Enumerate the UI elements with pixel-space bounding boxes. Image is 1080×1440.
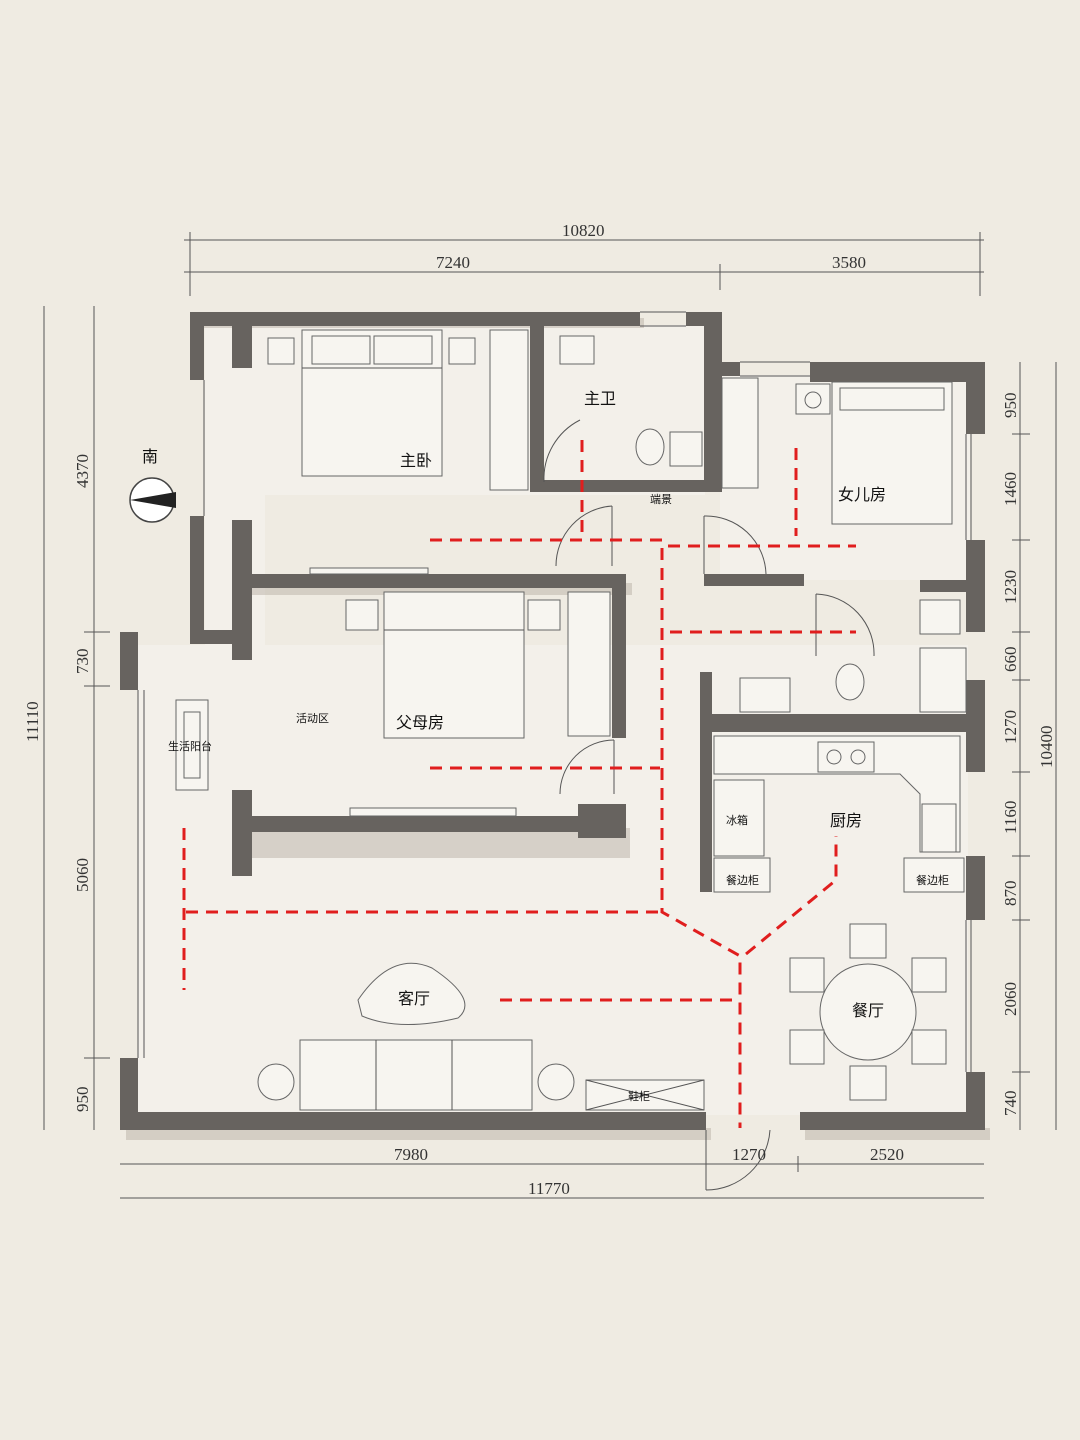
dim-right-4: 660: [1001, 647, 1020, 673]
label-dining-room: 餐厅: [852, 1001, 884, 1020]
kitchen-counter: [713, 735, 965, 893]
label-shoe-cabinet: 鞋柜: [628, 1089, 650, 1103]
label-living-room: 客厅: [398, 989, 430, 1008]
dimension-lines: [43, 232, 1057, 1199]
label-sideboard-right: 餐边柜: [916, 873, 949, 887]
dim-bottom-3: 2520: [870, 1145, 904, 1164]
dim-left-4: 950: [73, 1087, 92, 1113]
label-kitchen: 厨房: [830, 811, 862, 830]
master-wardrobe: [489, 329, 529, 491]
label-fridge: 冰箱: [726, 813, 748, 827]
label-parents-room: 父母房: [396, 713, 444, 732]
dim-right-3: 1230: [1001, 570, 1020, 604]
dim-left-total: 11110: [23, 701, 42, 742]
label-daughter-room: 女儿房: [838, 485, 886, 504]
label-entry-view: 端景: [650, 493, 672, 506]
dim-top-left: 7240: [436, 253, 470, 272]
dim-top-right: 3580: [832, 253, 866, 272]
dim-right-5: 1270: [1001, 710, 1020, 744]
dim-left-1: 4370: [73, 454, 92, 488]
dim-bottom-total: 11770: [528, 1179, 570, 1198]
walls: [120, 312, 985, 1130]
label-sideboard-left: 餐边柜: [726, 873, 759, 887]
parents-bed: [345, 591, 611, 739]
daughter-bed: [721, 377, 953, 525]
parents-tv: [309, 567, 517, 817]
dim-left-2: 730: [73, 649, 92, 675]
label-master-bedroom: 主卧: [400, 451, 432, 470]
dim-right-total: 10400: [1037, 726, 1056, 769]
shoe-cabinet-shape: [585, 1079, 705, 1111]
dim-right-7: 870: [1001, 881, 1020, 907]
living-sofa: [257, 962, 575, 1111]
compass-label: 南: [142, 447, 158, 466]
dining-table: [789, 923, 947, 1101]
dim-right-2: 1460: [1001, 472, 1020, 506]
dim-right-1: 950: [1001, 393, 1020, 419]
dim-right-9: 740: [1001, 1091, 1020, 1117]
dim-bottom-1: 7980: [394, 1145, 428, 1164]
circulation-path: [182, 440, 856, 1128]
dim-left-3: 5060: [73, 858, 92, 892]
master-bed: [267, 329, 476, 477]
dim-top-total: 10820: [562, 221, 605, 240]
label-utility-balcony: 生活阳台: [168, 739, 212, 753]
window-lines: [137, 311, 972, 1072]
dimension-labels: 10820 7240 3580 11110 4370 730 5060 950 …: [23, 221, 1056, 1198]
label-master-bath: 主卫: [584, 389, 616, 408]
balcony-washer: [175, 699, 209, 791]
dim-right-6: 1160: [1001, 801, 1020, 834]
dim-bottom-2: 1270: [732, 1145, 766, 1164]
compass-icon: [129, 477, 176, 523]
label-activity-area: 活动区: [296, 712, 329, 725]
room-labels: 南 主卧 主卫 端景 女儿房 父母房 活动区 生活阳台 客厅 餐厅 厨房 冰箱 …: [142, 389, 949, 1103]
master-bath-fixtures: [559, 335, 703, 467]
second-bath-fixtures: [739, 599, 967, 713]
dim-right-8: 2060: [1001, 982, 1020, 1016]
